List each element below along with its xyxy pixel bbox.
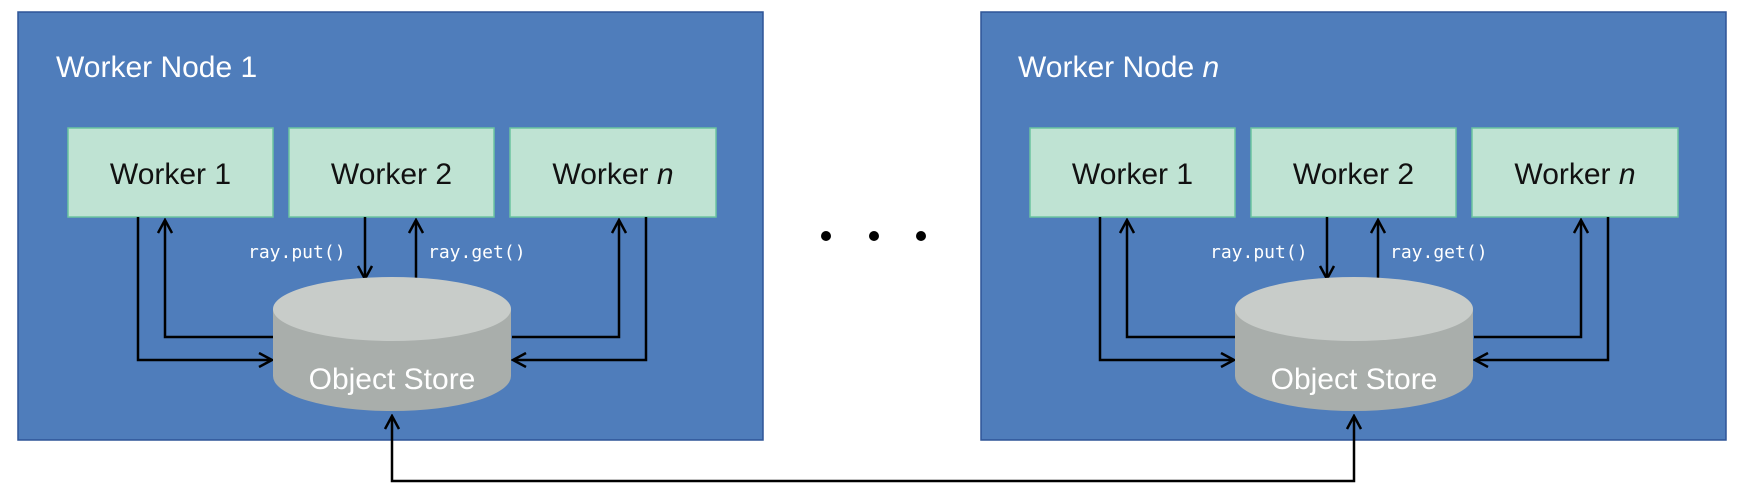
node-n-worker-1-inner-arrow [1127, 220, 1235, 339]
node-1-worker-1: Worker 1 [67, 127, 274, 218]
node-n-worker-2-box [1250, 127, 1457, 218]
node-1-worker-1-inner-arrow [165, 220, 273, 339]
node-1-object-store: Object Store [273, 277, 511, 411]
node-n-worker-2: Worker 2 [1250, 127, 1457, 218]
node-1-worker-n-box [509, 127, 717, 218]
node-n-get-label: ray.get() [1390, 242, 1488, 263]
node-1-object-store-top [273, 277, 511, 341]
object-store-link-right-arrow [873, 416, 1354, 483]
node-n-worker-n-inner-arrow [1474, 220, 1581, 339]
node-1-put-label: ray.put() [248, 242, 346, 263]
node-1-worker-2: Worker 2 [288, 127, 495, 218]
node-1-worker-n-outer-arrow [513, 217, 648, 360]
node-1-worker-n-inner-arrow [512, 220, 619, 339]
node-n-worker-1: Worker 1 [1029, 127, 1236, 218]
ellipsis-dots [821, 231, 926, 241]
node-n-worker-1-label: Worker 1 [1072, 158, 1193, 191]
node-n-object-store-label: Object Store [1271, 363, 1438, 396]
ellipsis-dot-2 [869, 231, 879, 241]
node-1-worker-1-label: Worker 1 [110, 158, 231, 191]
worker-node-1-title: Worker Node 1 [56, 51, 257, 84]
node-n-connectors [1098, 217, 1610, 360]
node-n-object-store: Object Store [1235, 277, 1473, 411]
node-1-worker-1-box [67, 127, 274, 218]
node-1-worker-2-box [288, 127, 495, 218]
node-n-worker-2-label: Worker 2 [1293, 158, 1414, 191]
ellipsis-dot-1 [821, 231, 831, 241]
node-n-worker-1-outer-arrow [1098, 217, 1234, 360]
node-1-worker-2-label: Worker 2 [331, 158, 452, 191]
node-1-worker-n: Worker n [509, 127, 717, 218]
worker-node-n-title: Worker Node n [1018, 51, 1219, 84]
node-n-worker-n: Worker n [1471, 127, 1679, 218]
ellipsis-dot-3 [916, 231, 926, 241]
node-1-worker-n-label: Worker n [552, 158, 673, 191]
node-n-worker-1-box [1029, 127, 1236, 218]
node-1-object-store-label: Object Store [309, 363, 476, 396]
worker-node-1: Worker Node 1 Worker 1 Worker 2 Worker n… [17, 11, 764, 441]
node-n-worker-n-outer-arrow [1475, 217, 1610, 360]
node-n-worker-n-box [1471, 127, 1679, 218]
node-1-worker-1-outer-arrow [136, 217, 272, 360]
node-n-worker-n-label: Worker n [1514, 158, 1635, 191]
node-n-object-store-top [1235, 277, 1473, 341]
node-n-put-label: ray.put() [1210, 242, 1308, 263]
node-1-connectors [136, 217, 648, 360]
worker-node-n: Worker Node n Worker 1 Worker 2 Worker n… [980, 11, 1727, 441]
object-store-link-left-arrow [392, 416, 873, 483]
node-1-get-label: ray.get() [428, 242, 526, 263]
